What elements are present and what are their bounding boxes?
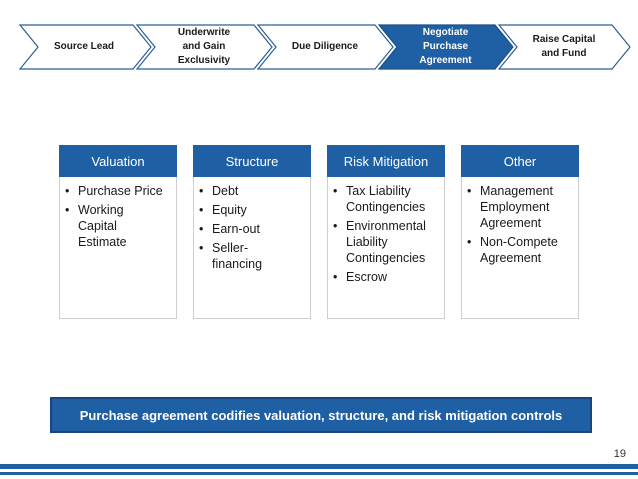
column-risk-mitigation: Risk Mitigation Tax Liability Contingenc… (327, 145, 445, 319)
list-item: Tax Liability Contingencies (332, 183, 440, 215)
column-valuation-list: Purchase Price Working Capital Estimate (64, 183, 172, 250)
process-step-3-shape (256, 24, 394, 70)
list-item: Earn-out (198, 221, 306, 237)
process-step-1-shape (18, 24, 152, 70)
column-structure-title: Structure (193, 145, 311, 177)
list-item: Escrow (332, 269, 440, 285)
process-step-2-label: Underwrite and Gain Exclusivity (177, 27, 231, 66)
process-step-5-label: Raise Capital and Fund (532, 34, 596, 59)
column-structure-list: Debt Equity Earn-out Seller- financing (198, 183, 306, 272)
list-item: Debt (198, 183, 306, 199)
list-item: Management Employment Agreement (466, 183, 574, 231)
column-structure: Structure Debt Equity Earn-out Seller- f… (193, 145, 311, 319)
process-flow (18, 24, 631, 70)
process-step-2-shape (135, 24, 273, 70)
column-other: Other Management Employment Agreement No… (461, 145, 579, 319)
column-valuation-body: Purchase Price Working Capital Estimate (59, 177, 177, 319)
footer-rule-thick (0, 464, 638, 469)
column-other-list: Management Employment Agreement Non-Comp… (466, 183, 574, 266)
page-number: 19 (613, 448, 626, 460)
list-item: Seller- financing (198, 240, 306, 272)
process-step-5-shape (497, 24, 631, 70)
column-other-title: Other (461, 145, 579, 177)
process-step-3-label: Due Diligence (291, 41, 359, 52)
summary-banner: Purchase agreement codifies valuation, s… (50, 397, 592, 433)
column-other-body: Management Employment Agreement Non-Comp… (461, 177, 579, 319)
footer-rule-thin (0, 472, 638, 475)
list-item: Non-Compete Agreement (466, 234, 574, 266)
column-valuation-title: Valuation (59, 145, 177, 177)
column-valuation: Valuation Purchase Price Working Capital… (59, 145, 177, 319)
column-risk-mitigation-title: Risk Mitigation (327, 145, 445, 177)
list-item: Purchase Price (64, 183, 172, 199)
column-risk-mitigation-list: Tax Liability Contingencies Environmenta… (332, 183, 440, 285)
column-risk-mitigation-body: Tax Liability Contingencies Environmenta… (327, 177, 445, 319)
process-step-4-shape (377, 24, 514, 70)
process-step-1-label: Source Lead (53, 41, 115, 52)
list-item: Equity (198, 202, 306, 218)
column-structure-body: Debt Equity Earn-out Seller- financing (193, 177, 311, 319)
list-item: Environmental Liability Contingencies (332, 218, 440, 266)
list-item: Working Capital Estimate (64, 202, 172, 250)
process-step-4-label: Negotiate Purchase Agreement (419, 27, 472, 66)
